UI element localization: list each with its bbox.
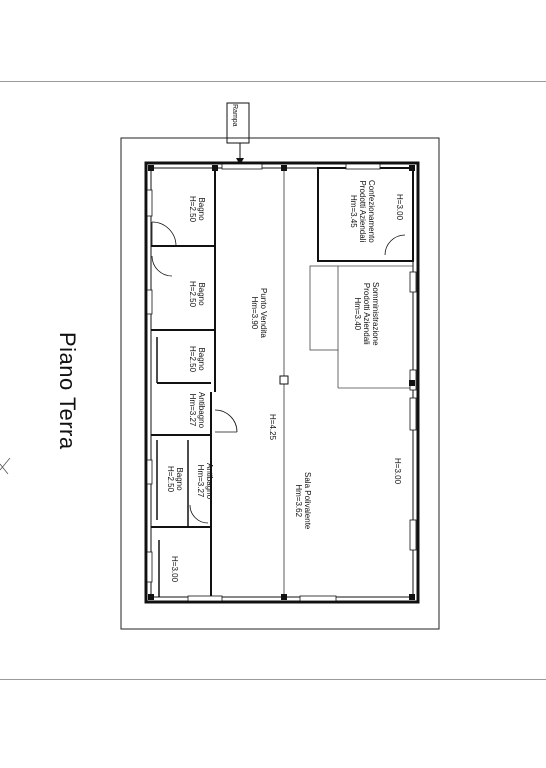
bagno-3-label: Bagno H=2.50	[188, 346, 206, 373]
rampa-arrowhead	[236, 158, 244, 165]
rampa-box	[226, 102, 250, 144]
bagno-1-label: Bagno H=2.50	[188, 196, 206, 223]
sheet-frame	[120, 137, 440, 630]
bagno-2-label: Bagno H=2.50	[188, 281, 206, 308]
confezionamento-label: Confezionamento Prodotti Aziendali Hm=3.…	[349, 180, 376, 243]
outer-wall	[144, 161, 420, 604]
height-mark-confezionamento: H=3.00	[395, 194, 404, 221]
top-rule	[0, 81, 546, 82]
north-arrow	[0, 457, 11, 471]
height-mark-center: H=4.25	[268, 414, 277, 441]
punto-vendita-label: Punto Vendita Hm=3.90	[250, 288, 268, 338]
antibagno-2-label: Antibagno Hm=3.27	[196, 463, 214, 500]
bottom-rule	[0, 679, 546, 680]
somministrazione-counter	[309, 265, 339, 351]
somministrazione-label: Somministrazione Prodotti Aziendali Hm=3…	[353, 282, 380, 346]
bagno-4-label: Bagno H=2.50	[166, 466, 184, 493]
page-title: Piano Terra	[55, 332, 80, 450]
antibagno-1-label: Antibagno Hm=3.27	[188, 392, 206, 429]
height-mark-sala: H=3.00	[393, 458, 402, 485]
rampa-label: Rampa	[231, 104, 238, 127]
sala-polivalente-label: Sala Polivalente Hm=3.62	[294, 472, 312, 530]
central-pillar	[279, 375, 289, 385]
height-mark-corner: H=3.00	[170, 556, 179, 583]
